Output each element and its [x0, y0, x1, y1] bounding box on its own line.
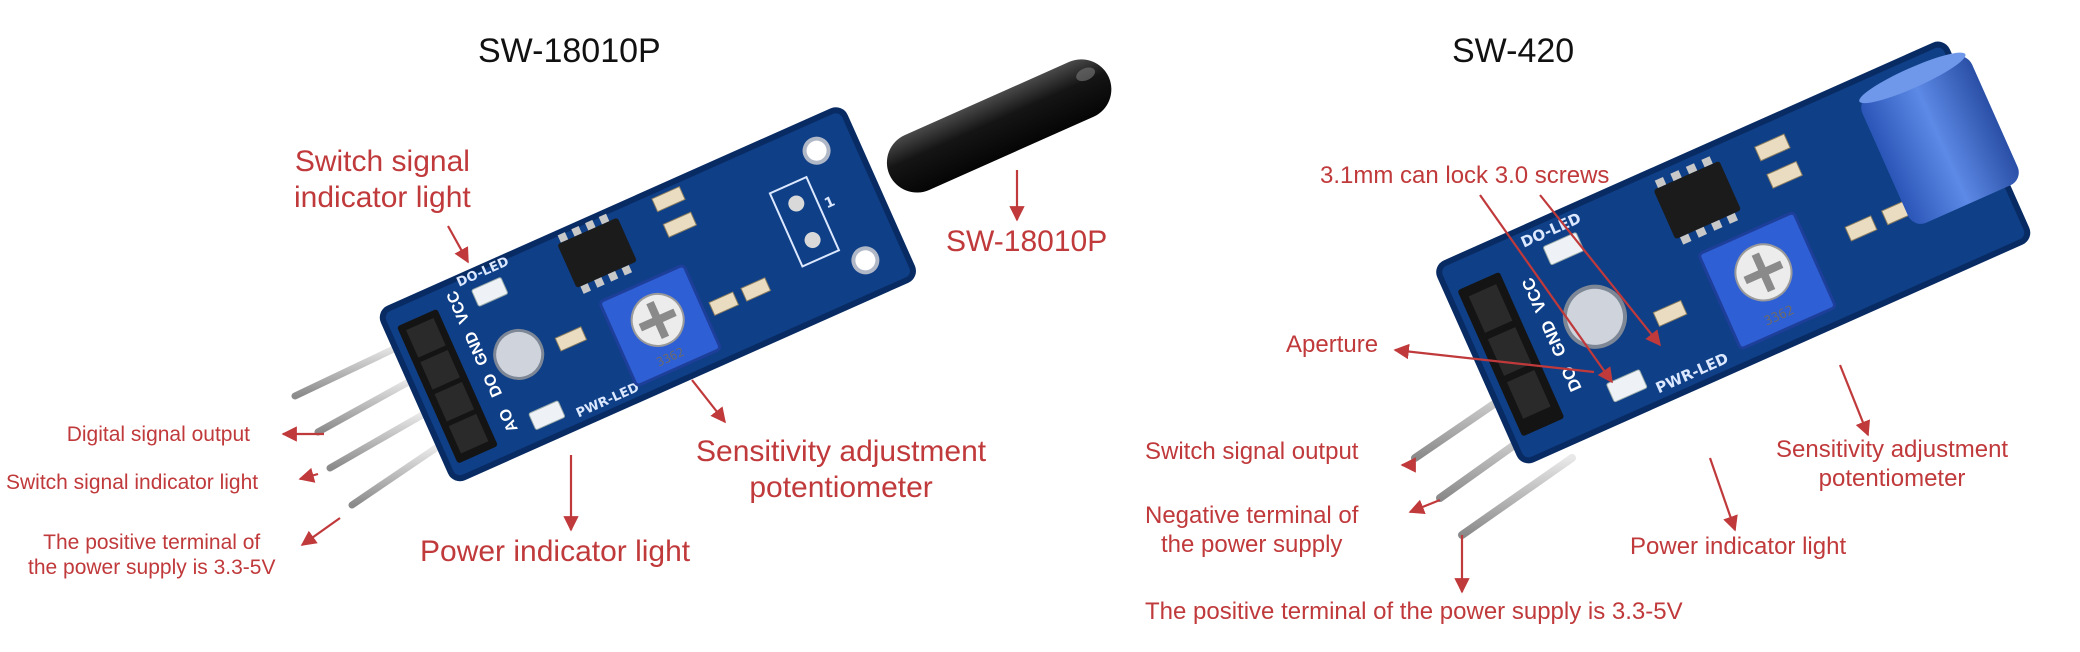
right-aperture-hole	[1562, 284, 1627, 349]
left-aperture-hole	[493, 328, 545, 380]
right-pwr-led	[1606, 369, 1648, 403]
left-pin-labels: AO DO GND VCC	[444, 288, 522, 435]
left-label-sensor-name: SW-18010P	[946, 225, 1108, 258]
left-do-led	[471, 277, 508, 307]
left-vibration-sensor-tube	[886, 59, 1112, 193]
left-potentiometer: 3362	[599, 264, 722, 387]
left-pwr-led	[528, 400, 566, 430]
left-header-pins	[291, 342, 440, 509]
right-module: DO GND VCC DO-LED PWR-LED	[1411, 41, 2031, 539]
right-comparator-chip	[1654, 161, 1741, 239]
right-vibration-sensor-can	[1859, 52, 2019, 224]
left-label-sensitivity: Sensitivity adjustment potentiometer	[696, 435, 987, 504]
left-label-switch-indicator-top: Switch signal indicator light	[294, 145, 471, 214]
left-comparator-chip	[558, 218, 637, 288]
left-label-positive-terminal: The positive terminal of the power suppl…	[28, 531, 276, 580]
left-label-switch-indicator: Switch signal indicator light	[6, 471, 259, 494]
right-label-sensitivity: Sensitivity adjustment potentiometer	[1776, 436, 2009, 492]
right-potentiometer: 3362	[1698, 211, 1836, 350]
right-label-positive-terminal: The positive terminal of the power suppl…	[1145, 598, 1683, 625]
right-label-screws: 3.1mm can lock 3.0 screws	[1320, 162, 1610, 189]
right-do-led	[1543, 232, 1584, 265]
left-label-digital-output: Digital signal output	[66, 423, 250, 446]
right-title: SW-420	[1452, 32, 1575, 70]
left-pcb: AO DO GND VCC DO-LED PWR-LED	[379, 107, 916, 482]
right-label-aperture: Aperture	[1286, 331, 1379, 358]
right-arrows	[1393, 194, 1871, 594]
right-label-negative-terminal: Negative terminal of the power supply	[1145, 502, 1359, 558]
right-label-power-indicator: Power indicator light	[1630, 533, 1847, 560]
left-label-power-indicator: Power indicator light	[420, 535, 691, 568]
right-label-switch-output: Switch signal output	[1145, 438, 1359, 465]
left-module: AO DO GND VCC DO-LED PWR-LED	[291, 59, 1112, 509]
left-title: SW-18010P	[478, 32, 661, 70]
left-arrows	[281, 170, 1025, 546]
